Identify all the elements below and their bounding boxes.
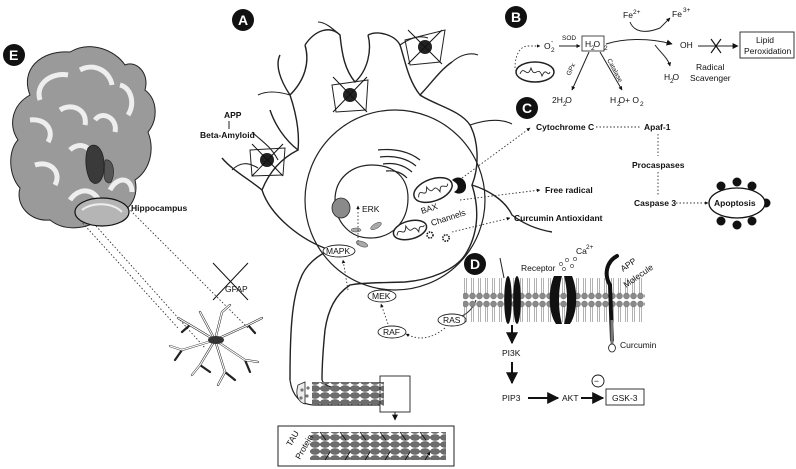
curcumin-label: Curcumin bbox=[620, 340, 657, 350]
gfap-label: GFAP bbox=[225, 284, 248, 294]
curcumin-molecule-icon bbox=[426, 231, 450, 242]
astrocyte bbox=[168, 303, 264, 387]
svg-text:Fe: Fe bbox=[623, 10, 633, 20]
mek-label: MEK bbox=[372, 291, 391, 301]
svg-text:3+: 3+ bbox=[683, 7, 691, 14]
fe2: Fe 2+ bbox=[623, 9, 641, 20]
beta-amyloid-label: Beta-Amyloid bbox=[200, 130, 255, 140]
gfap-cross bbox=[212, 262, 249, 301]
panel-e-marker: E bbox=[3, 44, 25, 66]
product-water: 2H O 2 bbox=[552, 95, 572, 108]
calcium-ions bbox=[559, 257, 577, 271]
raf-label: RAF bbox=[383, 327, 400, 337]
catalase-label: Catalase bbox=[605, 58, 623, 84]
svg-text:2: 2 bbox=[617, 101, 621, 108]
amyloid-plaque-icon bbox=[404, 29, 446, 66]
svg-text:O: O bbox=[544, 41, 551, 51]
mapk-label: MAPK bbox=[326, 246, 350, 256]
fe3: Fe 3+ bbox=[672, 7, 691, 19]
apoptosis-cell bbox=[708, 177, 771, 230]
svg-text:2+: 2+ bbox=[586, 244, 594, 251]
brain-section bbox=[10, 46, 156, 229]
hydrogen-peroxide: H O 2 2 bbox=[585, 39, 608, 52]
hippocampus-label: Hippocampus bbox=[131, 203, 187, 213]
svg-text:2: 2 bbox=[551, 47, 555, 54]
gpx-label: GPx bbox=[565, 62, 577, 77]
curcumin-antioxidant-label: Curcumin Antioxidant bbox=[514, 213, 603, 223]
neuron bbox=[221, 21, 553, 421]
panel-b-marker: B bbox=[505, 6, 527, 28]
receptor-label: Receptor bbox=[521, 263, 556, 273]
pi3k-label: PI3K bbox=[502, 348, 521, 358]
panel-a-marker: A bbox=[232, 9, 254, 31]
peroxidation-label: Peroxidation bbox=[744, 46, 792, 56]
svg-text:Fe: Fe bbox=[672, 9, 682, 19]
svg-text:C: C bbox=[522, 100, 532, 116]
svg-text:B: B bbox=[511, 9, 521, 25]
calcium-label: Ca 2+ bbox=[576, 244, 594, 256]
amyloid-plaque-icon bbox=[331, 76, 369, 113]
sod-label: SOD bbox=[562, 35, 576, 42]
hippocampus-ellipse bbox=[74, 197, 130, 227]
bax-channel-icon bbox=[452, 177, 467, 194]
mitochondrion bbox=[413, 176, 453, 204]
svg-text:2+: 2+ bbox=[633, 9, 641, 16]
oh-label: OH bbox=[680, 40, 693, 50]
block-cross bbox=[710, 38, 722, 54]
svg-text:-: - bbox=[551, 38, 553, 45]
free-radical-label: Free radical bbox=[545, 185, 593, 195]
svg-text:D: D bbox=[470, 256, 480, 272]
lipid-label: Lipid bbox=[756, 35, 774, 45]
panel-c-marker: C bbox=[516, 97, 538, 119]
water-b: H O 2 bbox=[664, 72, 680, 85]
apoptosis-label: Apoptosis bbox=[714, 198, 756, 208]
svg-text:2H O: 2H O bbox=[552, 95, 572, 105]
svg-text:H O: H O bbox=[664, 72, 680, 82]
svg-text:E: E bbox=[9, 47, 18, 63]
svg-text:2: 2 bbox=[640, 101, 644, 108]
amyloid-plaque-icon bbox=[249, 143, 286, 177]
apaf1-label: Apaf-1 bbox=[644, 122, 671, 132]
ras-label: RAS bbox=[443, 315, 461, 325]
svg-text:2: 2 bbox=[563, 101, 567, 108]
cytochrome-c-label: Cytochrome C bbox=[536, 122, 594, 132]
mitochondrion bbox=[392, 219, 428, 241]
svg-text:2: 2 bbox=[591, 45, 595, 52]
app-label: APP bbox=[224, 110, 242, 120]
svg-text:H O+ O: H O+ O bbox=[610, 95, 639, 105]
receptor-icon bbox=[504, 276, 521, 324]
panel-d-marker: D bbox=[464, 253, 486, 275]
caspase3-label: Caspase 3 bbox=[634, 198, 676, 208]
superoxide: O 2 - bbox=[544, 38, 555, 54]
tau-box bbox=[277, 425, 455, 467]
procaspases-label: Procaspases bbox=[632, 160, 685, 170]
mitochondrion bbox=[515, 61, 555, 83]
bax-label: BAX bbox=[420, 201, 440, 216]
inhibition-icon bbox=[591, 374, 605, 388]
minus-label: − bbox=[594, 376, 599, 386]
app-molecule-icon bbox=[604, 254, 619, 353]
erk-label: ERK bbox=[362, 204, 380, 214]
calcium-channel-icon bbox=[549, 276, 577, 324]
akt-label: AKT bbox=[562, 393, 579, 403]
svg-text:H O: H O bbox=[585, 39, 601, 49]
nucleolus bbox=[331, 197, 351, 219]
radical-label: Radical bbox=[696, 62, 724, 72]
svg-text:2: 2 bbox=[670, 78, 674, 85]
svg-text:A: A bbox=[238, 12, 248, 28]
scavenger-label: Scavenger bbox=[690, 73, 731, 83]
gsk3-label: GSK-3 bbox=[612, 393, 638, 403]
product-catalase: H O+ O 2 2 bbox=[610, 95, 644, 108]
svg-text:2: 2 bbox=[604, 45, 608, 52]
svg-text:Ca: Ca bbox=[576, 246, 587, 256]
pip3-label: PIP3 bbox=[502, 393, 521, 403]
